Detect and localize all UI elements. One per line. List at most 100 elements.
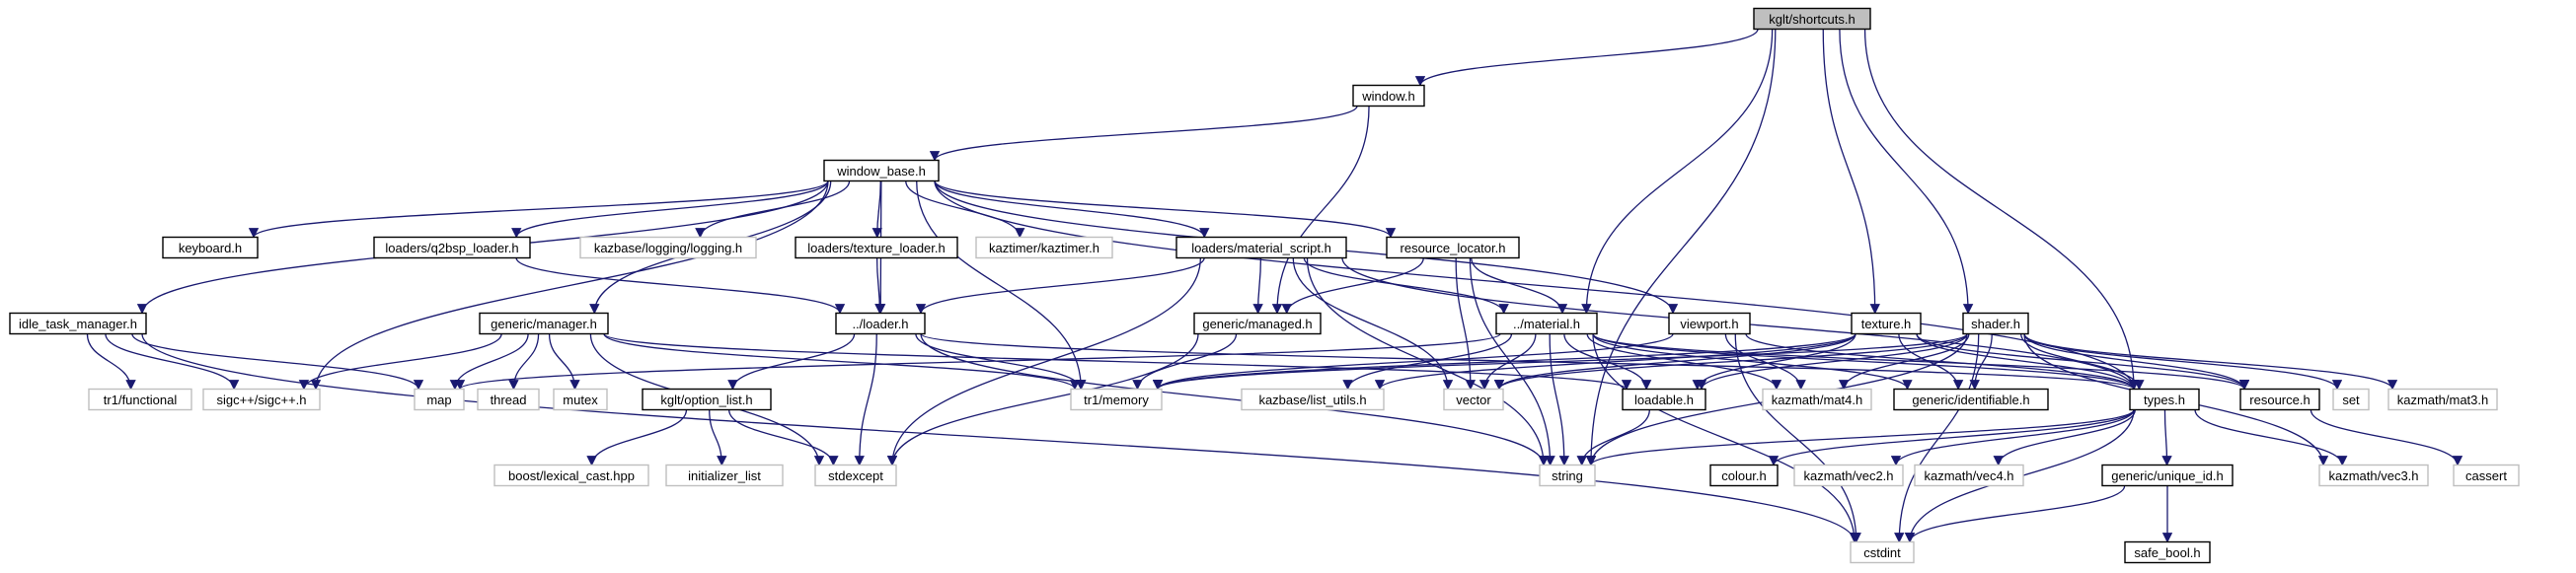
node-label: window.h — [1361, 89, 1414, 104]
edge-material-to-map — [455, 332, 1501, 391]
node-label: kazmath/vec4.h — [1924, 468, 2013, 483]
node-resource_locator[interactable]: resource_locator.h — [1386, 236, 1520, 259]
node-box — [9, 312, 147, 335]
node-viewport[interactable]: viewport.h — [1668, 312, 1751, 335]
edge-generic_manager-to-loadable — [603, 332, 1631, 391]
edge-loader-to-string — [920, 333, 1550, 466]
node-colour[interactable]: colour.h — [1709, 464, 1779, 487]
node-box — [1193, 312, 1322, 335]
node-box — [1668, 312, 1751, 335]
node-label: boost/lexical_cast.hpp — [508, 468, 635, 483]
node-label: resource.h — [2249, 393, 2310, 407]
node-box — [795, 236, 958, 259]
edge-material_script-to-generic_managed — [1252, 257, 1263, 315]
node-types[interactable]: types.h — [2129, 388, 2200, 411]
edge-shortcuts-to-texture — [1822, 29, 1880, 315]
node-box — [1962, 312, 2029, 335]
edge-shortcuts-to-string — [1585, 29, 1777, 466]
edge-shader-to-set — [2023, 333, 2343, 391]
node-option_list[interactable]: kglt/option_list.h — [642, 388, 772, 411]
edge-material_script-to-stdexcept — [886, 257, 1201, 466]
node-thread: thread — [477, 388, 540, 411]
edge-material-to-loadable — [1563, 333, 1652, 391]
node-shortcuts[interactable]: kglt/shortcuts.h — [1753, 7, 1871, 31]
edge-texture-to-vector — [1493, 333, 1856, 391]
node-box — [1893, 388, 2049, 411]
node-box — [2318, 464, 2429, 487]
edge-shortcuts-to-material — [1581, 29, 1774, 315]
edge-resource_locator-to-vector — [1455, 257, 1477, 391]
node-label: cassert — [2465, 468, 2507, 483]
node-q2bsp[interactable]: loaders/q2bsp_loader.h — [373, 236, 531, 259]
node-window_base[interactable]: window_base.h — [823, 159, 940, 182]
node-mutex: mutex — [553, 388, 608, 411]
node-label: loaders/material_script.h — [1191, 241, 1331, 255]
node-box — [1175, 236, 1347, 259]
node-material_script[interactable]: loaders/material_script.h — [1175, 236, 1347, 259]
edge-loader-to-stdexcept — [854, 333, 877, 466]
node-box — [493, 464, 649, 487]
node-label: window_base.h — [836, 164, 926, 179]
node-list_utils: kazbase/list_utils.h — [1241, 388, 1385, 411]
node-box — [1495, 312, 1598, 335]
node-box — [814, 464, 897, 487]
node-label: shader.h — [1971, 317, 2020, 331]
node-label: sigc++/sigc++.h — [216, 393, 306, 407]
node-resource[interactable]: resource.h — [2239, 388, 2320, 411]
node-loader[interactable]: ../loader.h — [835, 312, 926, 335]
node-box — [1443, 388, 1504, 411]
edge-window_base-to-sigc — [310, 180, 829, 391]
node-box — [553, 388, 608, 411]
node-lexical_cast: boost/lexical_cast.hpp — [493, 464, 649, 487]
node-label: generic/managed.h — [1202, 317, 1312, 331]
node-idle_task[interactable]: idle_task_manager.h — [9, 312, 147, 335]
node-box — [2332, 388, 2370, 411]
node-loadable[interactable]: loadable.h — [1622, 388, 1706, 411]
edge-shortcuts-to-types — [1863, 29, 2140, 391]
node-generic_manager[interactable]: generic/manager.h — [479, 312, 609, 335]
node-label: thread — [491, 393, 527, 407]
node-label: string — [1552, 468, 1583, 483]
node-label: types.h — [2144, 393, 2185, 407]
node-unique_id[interactable]: generic/unique_id.h — [2101, 464, 2234, 487]
node-label: set — [2342, 393, 2360, 407]
node-string: string — [1539, 464, 1596, 487]
node-safe_bool[interactable]: safe_bool.h — [2124, 540, 2211, 564]
node-label: loadable.h — [1634, 393, 1694, 407]
edge-idle_task-to-map — [131, 333, 424, 391]
node-box — [1709, 464, 1779, 487]
edge-shader-to-resource — [2023, 333, 2250, 391]
edge-material_script-to-vector — [1292, 257, 1454, 391]
edge-shader-to-mat4 — [1838, 333, 1970, 391]
node-initializer_list: initializer_list — [665, 464, 784, 487]
edge-viewport-to-cstdint — [1734, 333, 1861, 543]
edge-generic_manager-to-map — [449, 333, 529, 391]
edge-idle_task-to-tr1functional — [86, 333, 136, 391]
edge-shortcuts-to-window — [1414, 29, 1759, 87]
node-generic_managed[interactable]: generic/managed.h — [1193, 312, 1322, 335]
node-box — [1241, 388, 1385, 411]
edge-texture-to-identifiable — [1898, 333, 1964, 391]
node-texture_loader[interactable]: loaders/texture_loader.h — [795, 236, 958, 259]
node-identifiable[interactable]: generic/identifiable.h — [1893, 388, 2049, 411]
node-keyboard[interactable]: keyboard.h — [162, 236, 259, 259]
node-material[interactable]: ../material.h — [1495, 312, 1598, 335]
node-shader[interactable]: shader.h — [1962, 312, 2029, 335]
node-texture[interactable]: texture.h — [1851, 312, 1922, 335]
edge-q2bsp-to-loader — [515, 257, 846, 315]
node-vector: vector — [1443, 388, 1504, 411]
edge-option_list-to-stdexcept — [728, 409, 839, 466]
node-label: map — [426, 393, 451, 407]
edge-idle_task-to-sigc — [105, 333, 240, 391]
node-window[interactable]: window.h — [1352, 84, 1425, 107]
edge-shader-to-mat3 — [2023, 333, 2398, 391]
node-box — [1914, 464, 2024, 487]
node-label: ../loader.h — [852, 317, 908, 331]
node-label: kazmath/vec3.h — [2328, 468, 2418, 483]
node-label: kazmath/mat4.h — [1772, 393, 1863, 407]
node-label: safe_bool.h — [2134, 545, 2200, 560]
edge-generic_manager-to-tr1memory — [603, 333, 1081, 391]
node-label: kazmath/mat3.h — [2397, 393, 2489, 407]
node-label: tr1/memory — [1084, 393, 1149, 407]
